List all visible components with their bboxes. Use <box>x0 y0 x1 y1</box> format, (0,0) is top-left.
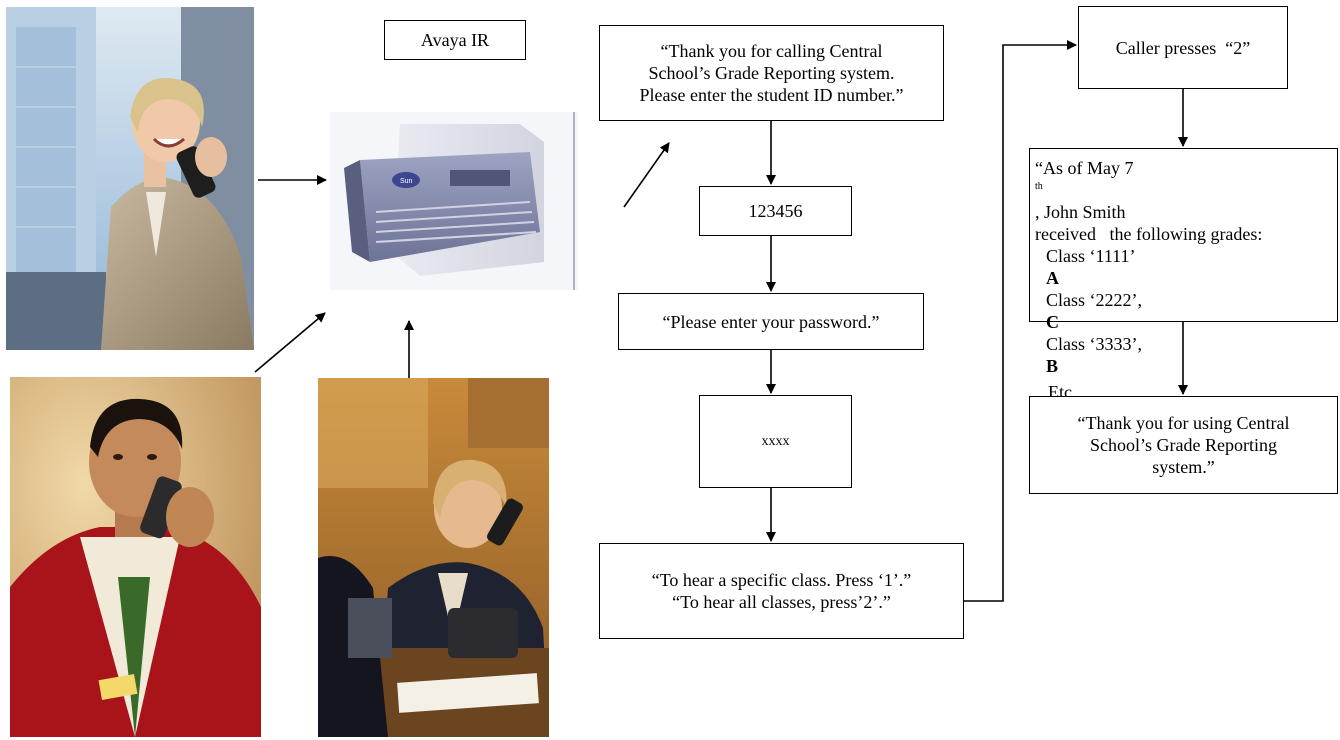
grade-line-3: Class ‘3333’, B <box>1046 334 1147 376</box>
phone-caller-office-photo <box>318 378 549 737</box>
grade-line-1: Class ‘1111’ A <box>1046 246 1144 288</box>
arrow-man-to-server <box>254 312 326 373</box>
server-label: Avaya IR <box>384 20 526 60</box>
caller-choice-box: Caller presses “2” <box>1078 6 1288 89</box>
phone-caller-man-photo <box>10 377 261 737</box>
grade-line-2: Class ‘2222’, C <box>1046 290 1147 332</box>
arrow-menu-to-caller-choice <box>964 40 1077 602</box>
svg-text:Sun: Sun <box>400 178 413 185</box>
student-id-box: 123456 <box>699 186 852 236</box>
password-entry-box: xxxx <box>699 395 852 488</box>
greeting-box: “Thank you for calling Central School’s … <box>599 25 944 121</box>
phone-caller-woman-photo <box>6 7 254 350</box>
password-prompt-box: “Please enter your password.” <box>618 293 924 350</box>
closing-box: “Thank you for using Central School’s Gr… <box>1029 396 1338 494</box>
ivr-server-icon: Sun <box>330 112 578 290</box>
arrow-server-to-greeting <box>623 142 670 208</box>
menu-box: “To hear a specific class. Press ‘1’.” “… <box>599 543 964 639</box>
